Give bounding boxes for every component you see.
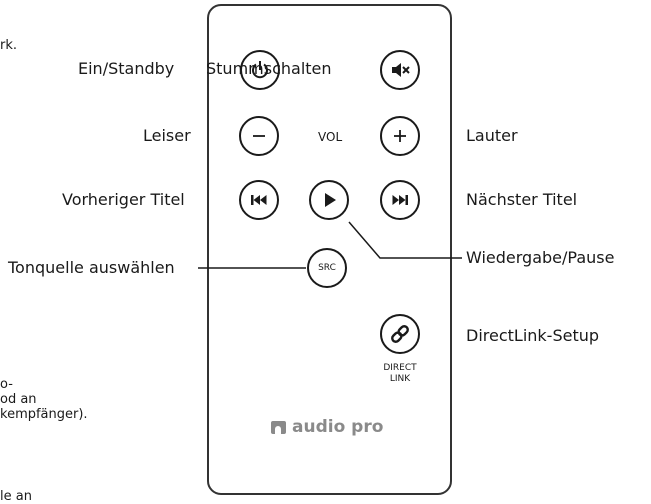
- brand-logo: audio pro: [271, 417, 383, 437]
- clipped-text-4: le an: [0, 489, 32, 504]
- label-source: Tonquelle auswählen: [8, 258, 175, 277]
- audio-pro-logo-icon: [271, 420, 286, 434]
- clipped-text-3: kempfänger).: [0, 407, 88, 422]
- minus-icon: [253, 135, 265, 137]
- volume-down-button[interactable]: [239, 116, 279, 156]
- clipped-text-1: o-: [0, 377, 13, 392]
- clipped-text-top: rk.: [0, 38, 18, 53]
- label-volume-up: Lauter: [466, 126, 518, 145]
- link-icon: [391, 325, 409, 343]
- link-label: LINK: [389, 374, 411, 384]
- vol-label: VOL: [318, 130, 343, 144]
- clipped-text-2: od an: [0, 392, 37, 407]
- mute-button[interactable]: [380, 50, 420, 90]
- power-button[interactable]: [240, 50, 280, 90]
- play-pause-button[interactable]: [309, 180, 349, 220]
- label-play-pause: Wiedergabe/Pause: [466, 248, 615, 267]
- skip-next-icon: [392, 195, 408, 205]
- previous-track-button[interactable]: [239, 180, 279, 220]
- next-track-button[interactable]: [380, 180, 420, 220]
- label-mute: Stummschalten: [206, 59, 332, 78]
- label-previous-track: Vorheriger Titel: [62, 190, 185, 209]
- volume-up-button[interactable]: [380, 116, 420, 156]
- direct-label: DIRECT: [383, 363, 417, 373]
- source-button-label: SRC: [318, 263, 336, 273]
- source-button[interactable]: SRC: [307, 248, 347, 288]
- directlink-button[interactable]: [380, 314, 420, 354]
- label-directlink: DirectLink-Setup: [466, 326, 600, 345]
- label-volume-down: Leiser: [143, 126, 191, 145]
- play-icon: [325, 193, 336, 207]
- label-next-track: Nächster Titel: [466, 190, 578, 209]
- power-icon: [252, 61, 268, 79]
- mute-icon: [392, 63, 410, 77]
- label-power: Ein/Standby: [78, 59, 175, 78]
- skip-previous-icon: [251, 195, 267, 205]
- brand-name: audio pro: [292, 417, 384, 437]
- plus-icon: [394, 130, 406, 142]
